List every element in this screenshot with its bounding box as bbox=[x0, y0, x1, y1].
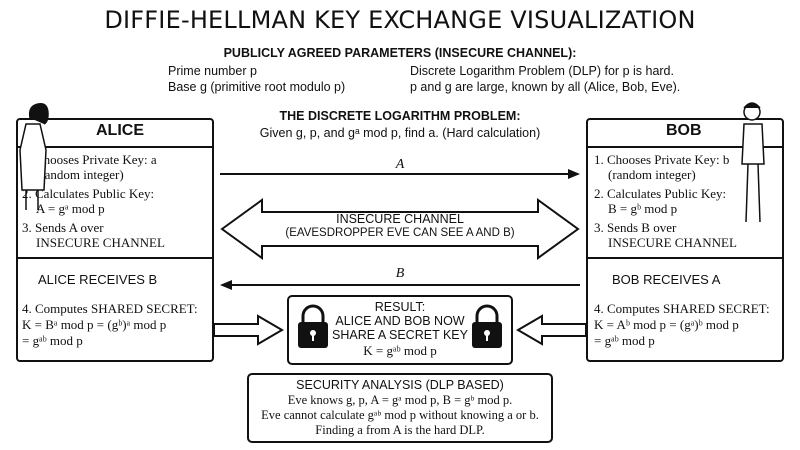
alice-step4b: K = Bᵃ mod p = (gᵇ)ᵃ mod p bbox=[22, 317, 167, 332]
arrow-bob-to-result bbox=[516, 314, 587, 346]
params-heading: PUBLICLY AGREED PARAMETERS (INSECURE CHA… bbox=[223, 46, 577, 60]
insecure-channel-arrow bbox=[220, 198, 580, 260]
bob-name: BOB bbox=[666, 122, 702, 139]
bob-section-divider bbox=[588, 257, 782, 259]
bob-receives: BOB RECEIVES A bbox=[612, 272, 721, 287]
alice-figure bbox=[19, 102, 49, 210]
channel-line1: INSECURE CHANNEL bbox=[336, 212, 464, 226]
bob-step3b: INSECURE CHANNEL bbox=[608, 235, 737, 250]
security-box bbox=[247, 373, 553, 443]
bob-header-divider bbox=[588, 146, 782, 148]
alice-step3b: INSECURE CHANNEL bbox=[36, 235, 165, 250]
params-known-note: p and g are large, known by all (Alice, … bbox=[410, 80, 681, 94]
bob-step4: 4. Computes SHARED SECRET: bbox=[594, 301, 770, 316]
bob-step3: 3. Sends B over bbox=[594, 220, 677, 235]
alice-step1: 1. Chooses Private Key: a bbox=[22, 152, 157, 167]
alice-section-divider bbox=[18, 257, 212, 259]
alice-name: ALICE bbox=[96, 122, 144, 139]
security-heading: SECURITY ANALYSIS (DLP BASED) bbox=[296, 378, 504, 392]
params-base: Base g (primitive root modulo p) bbox=[168, 80, 346, 94]
diagram-title: DIFFIE-HELLMAN KEY EXCHANGE VISUALIZATIO… bbox=[104, 6, 696, 34]
security-line1: Eve knows g, p, A = gᵃ mod p, B = gᵇ mod… bbox=[287, 393, 513, 407]
result-line4: K = gᵃᵇ mod p bbox=[363, 343, 437, 358]
bob-step1: 1. Chooses Private Key: b bbox=[594, 152, 730, 167]
channel-line2: (EAVESDROPPER EVE CAN SEE A AND B) bbox=[285, 227, 515, 239]
bob-step1b: (random integer) bbox=[608, 167, 696, 182]
dlp-statement: Given g, p, and gᵃ mod p, find a. (Hard … bbox=[259, 126, 541, 140]
arrow-alice-to-result bbox=[213, 314, 284, 346]
params-dlp-note: Discrete Logarithm Problem (DLP) for p i… bbox=[410, 64, 674, 78]
alice-panel bbox=[16, 118, 214, 362]
alice-step1b: (random integer) bbox=[36, 167, 124, 182]
lock-icon bbox=[298, 304, 328, 348]
alice-step4c: = gᵃᵇ mod p bbox=[22, 333, 83, 348]
bob-step4b: K = Aᵇ mod p = (gᵃ)ᵇ mod p bbox=[594, 317, 739, 332]
bob-figure bbox=[741, 102, 765, 223]
lock-icon bbox=[472, 304, 502, 348]
result-line1: RESULT: bbox=[374, 300, 426, 314]
alice-receives: ALICE RECEIVES B bbox=[38, 272, 158, 287]
arrow-b-label: B bbox=[395, 266, 405, 281]
result-line3: SHARE A SECRET KEY bbox=[332, 328, 468, 342]
security-line3: Finding a from A is the hard DLP. bbox=[315, 423, 485, 437]
bob-step2b: B = gᵇ mod p bbox=[608, 201, 678, 216]
result-box bbox=[287, 295, 513, 365]
alice-step3: 3. Sends A over bbox=[22, 220, 104, 235]
result-line2: ALICE AND BOB NOW bbox=[335, 314, 465, 328]
dlp-heading: THE DISCRETE LOGARITHM PROBLEM: bbox=[279, 109, 521, 123]
security-line2: Eve cannot calculate gᵃᵇ mod p without k… bbox=[261, 408, 539, 422]
alice-step4: 4. Computes SHARED SECRET: bbox=[22, 301, 198, 316]
alice-step2: 2. Calculates Public Key: bbox=[22, 186, 155, 201]
bob-step2: 2. Calculates Public Key: bbox=[594, 186, 727, 201]
alice-header-divider bbox=[18, 146, 212, 148]
arrow-a-label: A bbox=[395, 157, 405, 172]
alice-step2b: A = gᵃ mod p bbox=[36, 201, 105, 216]
params-prime: Prime number p bbox=[168, 64, 257, 78]
bob-step4c: = gᵃᵇ mod p bbox=[594, 333, 655, 348]
